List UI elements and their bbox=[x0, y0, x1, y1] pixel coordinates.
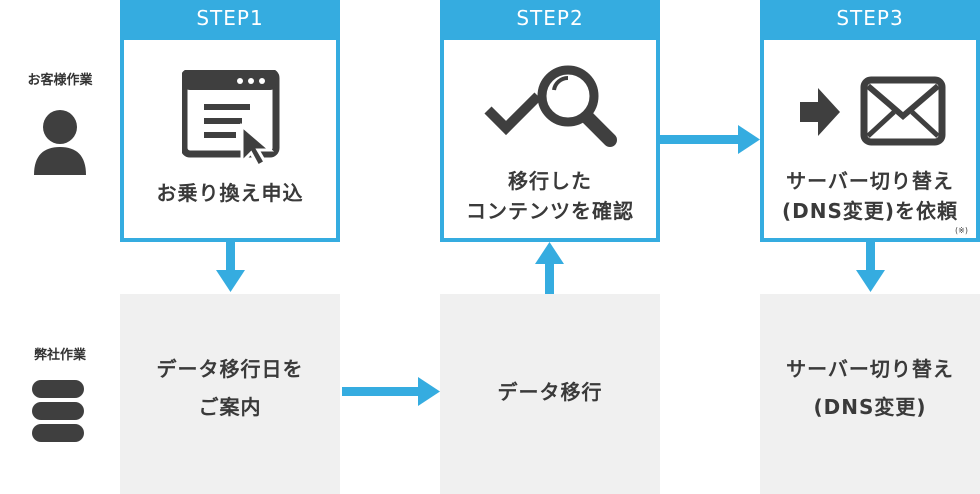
step2-text: 移行した コンテンツを確認 bbox=[444, 166, 656, 226]
company-task-2-line1: データ移行 bbox=[497, 380, 603, 404]
company-task-1: データ移行日を ご案内 bbox=[120, 294, 340, 494]
arrow-step2-to-step3 bbox=[660, 125, 760, 154]
company-role-label: 弊社作業 bbox=[33, 348, 86, 363]
company-task-2-text: データ移行 bbox=[440, 373, 660, 411]
step3-text-line2: (DNS変更)を依頼 bbox=[781, 199, 959, 223]
database-icon bbox=[32, 380, 84, 442]
step3-column: STEP3 サーバー切り替え (DNS変更)を依頼 (※) bbox=[760, 0, 980, 242]
step1-card: お乗り換え申込 bbox=[120, 36, 340, 242]
step1-label: STEP1 bbox=[120, 0, 340, 36]
step1-text-line: お乗り換え申込 bbox=[156, 181, 304, 205]
step2-text-line1: 移行した bbox=[508, 169, 592, 193]
step2-text-line2: コンテンツを確認 bbox=[466, 199, 634, 223]
step3-text: サーバー切り替え (DNS変更)を依頼 bbox=[764, 166, 976, 226]
arrow-task1-to-task2 bbox=[342, 377, 440, 406]
company-task-3-line1: サーバー切り替え bbox=[786, 357, 954, 381]
step1-text: お乗り換え申込 bbox=[124, 178, 336, 208]
browser-form-cursor-icon bbox=[182, 70, 280, 166]
company-task-3-text: サーバー切り替え (DNS変更) bbox=[760, 350, 980, 426]
company-task-2: データ移行 bbox=[440, 294, 660, 494]
company-task-1-line1: データ移行日を bbox=[156, 357, 304, 381]
customer-role-label: お客様作業 bbox=[27, 73, 93, 88]
arrow-step1-to-task1 bbox=[216, 242, 245, 292]
company-task-3: サーバー切り替え (DNS変更) bbox=[760, 294, 980, 494]
company-task-1-text: データ移行日を ご案内 bbox=[120, 350, 340, 426]
step2-column: STEP2 移行した コンテンツを確認 bbox=[440, 0, 660, 242]
step2-card: 移行した コンテンツを確認 bbox=[440, 36, 660, 242]
step1-column: STEP1 お乗り換え申込 bbox=[120, 0, 340, 242]
arrow-mail-icon bbox=[800, 76, 946, 146]
arrow-step3-to-task3 bbox=[856, 242, 885, 292]
step2-label: STEP2 bbox=[440, 0, 660, 36]
check-magnifier-icon bbox=[484, 65, 617, 147]
company-task-3-line2: (DNS変更) bbox=[813, 395, 927, 419]
step3-text-line1: サーバー切り替え bbox=[786, 169, 954, 193]
person-icon bbox=[34, 110, 86, 175]
step3-card: サーバー切り替え (DNS変更)を依頼 (※) bbox=[760, 36, 980, 242]
step3-footnote-mark: (※) bbox=[955, 226, 968, 235]
step3-label: STEP3 bbox=[760, 0, 980, 36]
company-task-1-line2: ご案内 bbox=[198, 395, 262, 419]
arrow-task2-to-step2 bbox=[535, 242, 564, 294]
